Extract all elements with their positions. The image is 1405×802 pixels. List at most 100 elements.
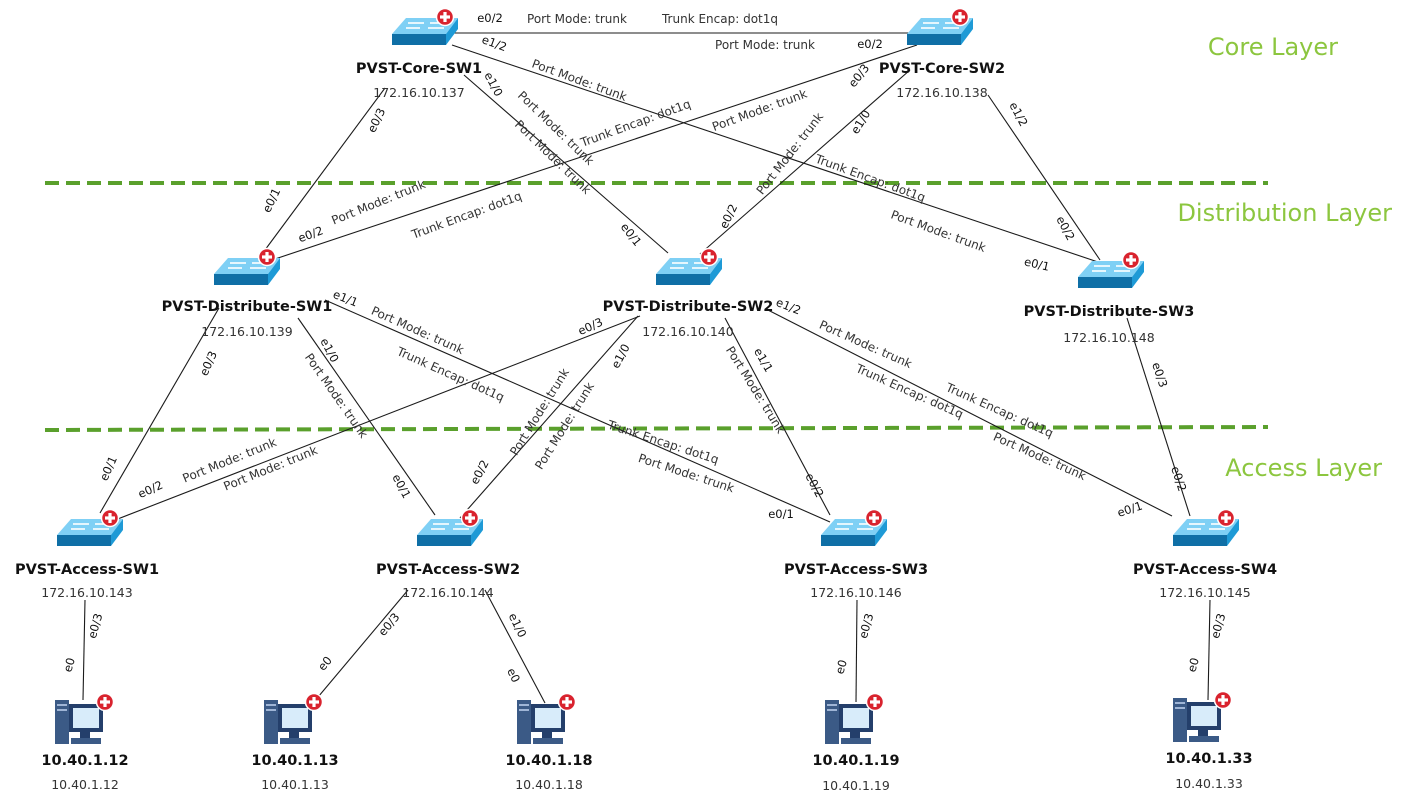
link-dist2-acc3 bbox=[724, 317, 831, 516]
device-ip: 172.16.10.139 bbox=[201, 324, 292, 339]
port-label-dist2-acc3-to: e0/2 bbox=[802, 471, 826, 500]
port-label-core1-dist2-to: e0/1 bbox=[618, 220, 645, 249]
tier-divider bbox=[44, 425, 1269, 432]
link-annotation: Trunk Encap: dot1q bbox=[409, 189, 524, 242]
port-label-acc4-pc5-to: e0 bbox=[1184, 656, 1201, 674]
device-ip: 172.16.10.144 bbox=[402, 585, 493, 600]
link-annotation: Trunk Encap: dot1q bbox=[661, 12, 778, 26]
port-label-acc3-pc4-from: e0/3 bbox=[856, 612, 877, 640]
host-name: 10.40.1.33 bbox=[1165, 751, 1252, 767]
link-annotation: Port Mode: trunk bbox=[715, 38, 815, 52]
port-label-core2-dist1-from: e0/3 bbox=[845, 61, 872, 90]
network-switch-icon bbox=[392, 7, 458, 45]
host-name: 10.40.1.13 bbox=[251, 753, 338, 769]
port-label-acc2-pc2-to: e0 bbox=[315, 653, 335, 673]
link-acc4-pc5 bbox=[1207, 599, 1211, 701]
switch-core1[interactable]: PVST-Core-SW1 172.16.10.137 bbox=[356, 7, 482, 101]
port-label-dist3-acc4-from: e0/3 bbox=[1149, 360, 1170, 389]
port-label-core2-dist1-to: e0/2 bbox=[296, 223, 325, 245]
port-label-dist1-acc3-to: e0/1 bbox=[768, 507, 794, 521]
status-plus-badge-icon bbox=[1121, 250, 1141, 270]
status-plus-badge-icon bbox=[864, 508, 884, 528]
link-annotation: Port Mode: trunk bbox=[302, 351, 371, 441]
layer-label-distribution: Distribution Layer bbox=[1177, 199, 1392, 227]
port-label-dist2-acc1-to: e0/2 bbox=[136, 478, 165, 501]
host-name: 10.40.1.12 bbox=[41, 753, 128, 769]
device-ip: 172.16.10.138 bbox=[896, 85, 987, 100]
port-label-core1-dist3-from: e1/2 bbox=[480, 32, 509, 54]
network-switch-icon bbox=[656, 247, 722, 285]
nodes: PVST-Core-SW1 172.16.10.137 PVST-Core-SW21… bbox=[15, 7, 1277, 794]
host-ip: 10.40.1.19 bbox=[822, 778, 890, 793]
status-plus-badge-icon bbox=[557, 692, 577, 712]
port-label-dist2-acc1-from: e0/3 bbox=[576, 315, 605, 338]
device-name: PVST-Access-SW2 bbox=[376, 562, 520, 578]
port-label-dist2-acc2-to: e0/2 bbox=[467, 458, 491, 487]
status-plus-badge-icon bbox=[865, 692, 885, 712]
layer-label-access: Access Layer bbox=[1225, 454, 1382, 482]
port-label-dist1-acc2-to: e0/1 bbox=[389, 472, 413, 501]
status-plus-badge-icon bbox=[460, 508, 480, 528]
link-annotation: Port Mode: trunk bbox=[530, 57, 629, 104]
switch-acc2[interactable]: PVST-Access-SW2 172.16.10.144 bbox=[376, 508, 520, 601]
link-acc2-pc2 bbox=[312, 589, 409, 704]
port-label-acc1-pc1-to: e0 bbox=[60, 656, 77, 674]
device-ip: 172.16.10.145 bbox=[1159, 585, 1250, 600]
device-name: PVST-Access-SW4 bbox=[1133, 562, 1277, 578]
device-ip: 172.16.10.143 bbox=[41, 585, 132, 600]
link-dist3-acc4 bbox=[1126, 317, 1191, 517]
port-label-acc3-pc4-to: e0 bbox=[832, 658, 849, 676]
host-ip: 10.40.1.12 bbox=[51, 777, 119, 792]
port-label-dist1-acc3-from: e1/1 bbox=[331, 287, 360, 310]
port-label-acc2-pc3-to: e0 bbox=[504, 666, 523, 685]
switch-acc1[interactable]: PVST-Access-SW1 172.16.10.143 bbox=[15, 508, 159, 601]
status-plus-badge-icon bbox=[435, 7, 455, 27]
status-plus-badge-icon bbox=[1216, 508, 1236, 528]
device-name: PVST-Access-SW1 bbox=[15, 562, 159, 578]
port-label-core2-dist2-to: e0/2 bbox=[717, 202, 741, 231]
device-name: PVST-Core-SW1 bbox=[356, 61, 482, 77]
link-annotation: Port Mode: trunk bbox=[369, 304, 466, 357]
device-name: PVST-Distribute-SW3 bbox=[1024, 304, 1195, 320]
host-pc1[interactable]: 10.40.1.12 10.40.1.12 bbox=[41, 692, 129, 793]
status-plus-badge-icon bbox=[95, 692, 115, 712]
port-label-acc2-pc2-from: e0/3 bbox=[375, 610, 402, 639]
link-core1-dist1 bbox=[261, 87, 386, 255]
status-plus-badge-icon bbox=[100, 508, 120, 528]
port-label-acc4-pc5-from: e0/3 bbox=[1208, 612, 1229, 640]
desktop-pc-icon bbox=[825, 692, 885, 744]
switch-acc4[interactable]: PVST-Access-SW4 172.16.10.145 bbox=[1133, 508, 1277, 601]
link-dist1-acc3 bbox=[324, 299, 831, 523]
link-annotation: Port Mode: trunk bbox=[527, 12, 627, 26]
device-ip: 172.16.10.137 bbox=[373, 85, 464, 100]
port-label-dist1-acc1-to: e0/1 bbox=[97, 454, 120, 483]
link-annotation: Port Mode: trunk bbox=[637, 451, 736, 495]
link-core2-dist2 bbox=[699, 69, 911, 255]
port-label-core2-dist2-from: e1/0 bbox=[848, 107, 873, 136]
desktop-pc-icon bbox=[1173, 690, 1233, 742]
tier-dividers bbox=[44, 181, 1269, 432]
link-acc1-pc1 bbox=[82, 599, 86, 701]
device-name: PVST-Distribute-SW1 bbox=[162, 299, 333, 315]
desktop-pc-icon bbox=[517, 692, 577, 744]
network-switch-icon bbox=[821, 508, 887, 546]
network-switch-icon bbox=[57, 508, 123, 546]
switch-dist1[interactable]: PVST-Distribute-SW1 172.16.10.139 bbox=[162, 247, 333, 340]
device-name: PVST-Access-SW3 bbox=[784, 562, 928, 578]
port-label-acc1-pc1-from: e0/3 bbox=[85, 612, 106, 640]
link-annotation: Port Mode: trunk bbox=[710, 87, 809, 134]
port-label-core1-dist1-to: e0/1 bbox=[260, 186, 284, 215]
port-label-core1-core2-from: e0/2 bbox=[477, 11, 503, 25]
status-plus-badge-icon bbox=[304, 692, 324, 712]
status-plus-badge-icon bbox=[257, 247, 277, 267]
port-label-core2-dist3-from: e1/2 bbox=[1006, 100, 1030, 129]
